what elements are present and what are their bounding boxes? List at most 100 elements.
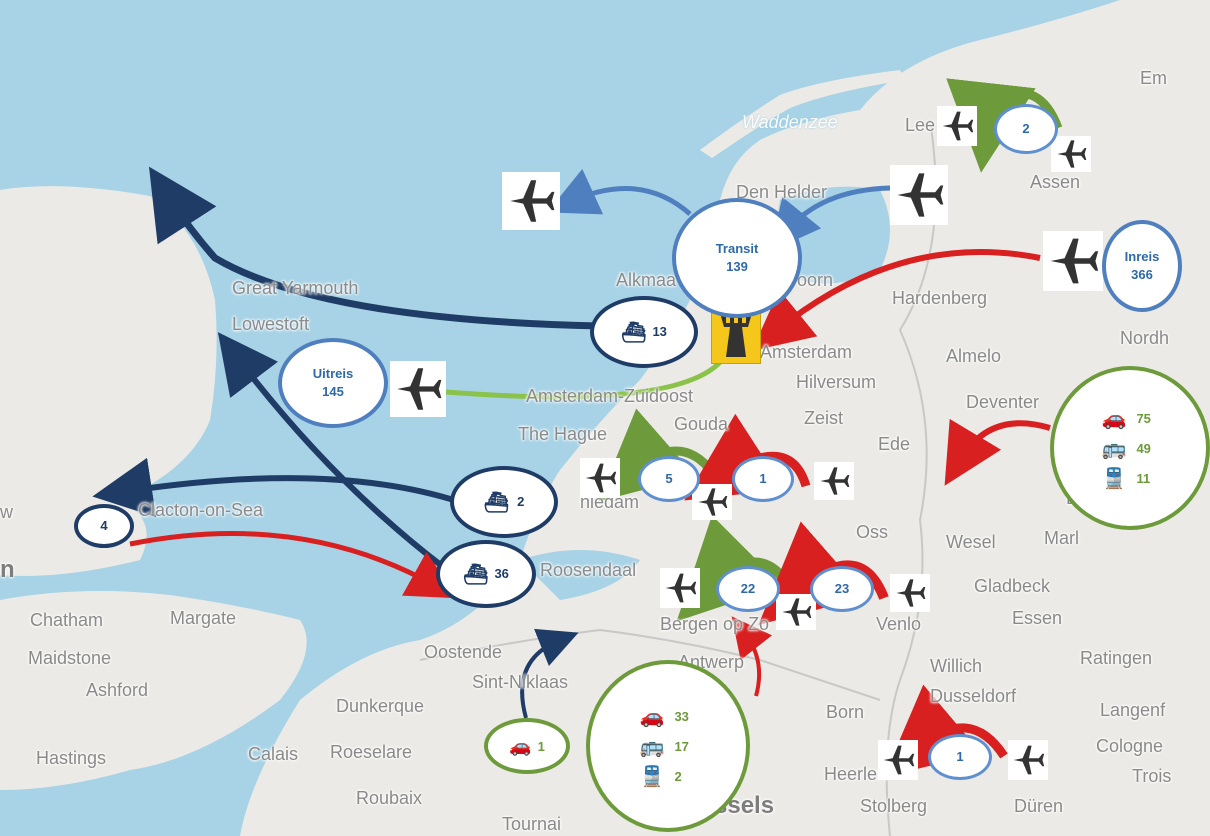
uitreis-bubble: Uitreis 145: [278, 338, 388, 428]
uitreis-value: 145: [322, 384, 344, 399]
brabant-left-value: 22: [740, 581, 756, 596]
plane-icon: [878, 740, 918, 780]
ferry-36-value: 36: [494, 566, 509, 581]
place-label: Düren: [1014, 796, 1064, 816]
flow-transit-in-plane: [770, 185, 891, 252]
ferry-icon: ⛴: [621, 321, 647, 344]
south-train-count: 2: [674, 768, 682, 784]
bus-icon: 🚌: [1101, 437, 1127, 460]
place-label: Stolberg: [860, 796, 928, 816]
limburg-bubble: 1: [928, 734, 992, 780]
car-icon: 🚗: [1101, 407, 1127, 430]
south-land-bubble: 🚗33 🚌17 🚆2: [586, 660, 750, 832]
inreis-value: 366: [1131, 267, 1153, 282]
place-label: Essen: [1012, 608, 1063, 628]
place-label: Almelo: [946, 346, 1002, 366]
place-label: Alkmaa: [616, 270, 677, 290]
car-small-bubble: 🚗 1: [484, 718, 570, 774]
plane-icon: [814, 462, 854, 500]
place-label: Gouda: [674, 414, 729, 434]
inreis-bubble: Inreis 366: [1102, 220, 1182, 312]
flow-clacton-to-ferry36: [129, 531, 458, 599]
ferry-2-bubble: ⛴ 2: [450, 466, 558, 538]
flow-north-green: [946, 78, 1063, 173]
place-label: Hardenberg: [892, 288, 988, 308]
flow-south-land-red: [731, 616, 773, 697]
flow-ferry36-to-uk: [217, 332, 444, 569]
east-train-count: 11: [1136, 470, 1151, 486]
flow-schiphol-to-uitreis: [445, 358, 724, 400]
place-label: Bergen op Zo: [660, 614, 770, 634]
place-label: Dunkerque: [336, 696, 425, 716]
place-label: Trois: [1132, 766, 1172, 786]
place-label: Lee: [905, 115, 936, 135]
car-icon: 🚗: [509, 735, 532, 756]
plane-icon: [890, 574, 930, 612]
place-label: n: [0, 556, 15, 583]
flow-limburg-red: [883, 684, 1008, 778]
plane-icon: [1043, 231, 1103, 291]
uitreis-label: Uitreis: [312, 366, 354, 381]
train-icon: 🚆: [1101, 467, 1127, 490]
place-label: Den Helder: [736, 182, 828, 202]
plane-icon: [692, 484, 732, 520]
north-bubble: 2: [994, 104, 1058, 154]
place-label: Em: [1140, 68, 1167, 88]
place-label: Assen: [1030, 172, 1081, 192]
rotterdam-right-value: 1: [759, 471, 767, 486]
place-label: Margate: [170, 608, 237, 628]
place-label: Clacton-on-Sea: [138, 500, 264, 520]
transit-label: Transit: [715, 241, 759, 256]
plane-icon: [502, 172, 560, 230]
place-label: Hilversum: [796, 372, 877, 392]
plane-icon: [1008, 740, 1048, 780]
brabant-right-bubble: 23: [810, 566, 874, 612]
flow-car-small-navy: [520, 628, 579, 719]
flow-transit-out-plane: [547, 168, 692, 216]
place-label: Nordh: [1120, 328, 1170, 348]
water-label: Waddenzee: [742, 112, 838, 132]
place-label: Calais: [248, 744, 299, 764]
flow-ferry2-to-uk: [92, 457, 461, 518]
car-icon: 🚗: [639, 705, 665, 728]
place-label: Dusseldorf: [930, 686, 1017, 706]
flow-inreis-to-schiphol: [751, 248, 1041, 351]
place-label: Willich: [930, 656, 982, 676]
brabant-left-bubble: 22: [716, 566, 780, 612]
car-small-count: 1: [537, 738, 545, 754]
plane-icon: [890, 165, 948, 225]
place-label: Tournai: [502, 814, 562, 834]
place-label: Great Yarmouth: [232, 278, 359, 298]
plane-icon: [776, 594, 816, 630]
plane-icon: [390, 361, 446, 417]
place-label: Hastings: [36, 748, 107, 768]
place-label: Oss: [856, 522, 889, 542]
east-bus-count: 49: [1136, 440, 1151, 456]
place-label: Ratingen: [1080, 648, 1153, 668]
place-label: Ashford: [86, 680, 149, 700]
south-bus-count: 17: [674, 738, 689, 754]
place-label: Roeselare: [330, 742, 413, 762]
clacton-bubble: 4: [74, 504, 134, 548]
place-label: Deventer: [966, 392, 1040, 412]
transit-value: 139: [726, 259, 748, 274]
ferry-36-bubble: ⛴ 36: [436, 540, 536, 608]
place-label: Venlo: [876, 614, 922, 634]
place-label: Marl: [1044, 528, 1079, 548]
place-label: Amsterdam-Zuidoost: [526, 386, 694, 406]
place-label: Langenf: [1100, 700, 1166, 720]
plane-icon: [660, 568, 700, 608]
place-label: Roosendaal: [540, 560, 637, 580]
rotterdam-left-value: 5: [665, 471, 673, 486]
place-label: Cologne: [1096, 736, 1164, 756]
place-label: Maidstone: [28, 648, 112, 668]
place-label: Heerlen: [824, 764, 888, 784]
place-label: Sint-Niklaas: [472, 672, 569, 692]
ferry-2-value: 2: [517, 494, 525, 509]
place-label: Gladbeck: [974, 576, 1051, 596]
place-label: Ede: [878, 434, 911, 454]
place-label: Chatham: [30, 610, 104, 630]
place-label: Lowestoft: [232, 314, 310, 334]
flow-ferry13-to-uk: [148, 166, 601, 330]
east-land-bubble: 🚗75 🚌49 🚆11: [1050, 366, 1210, 530]
